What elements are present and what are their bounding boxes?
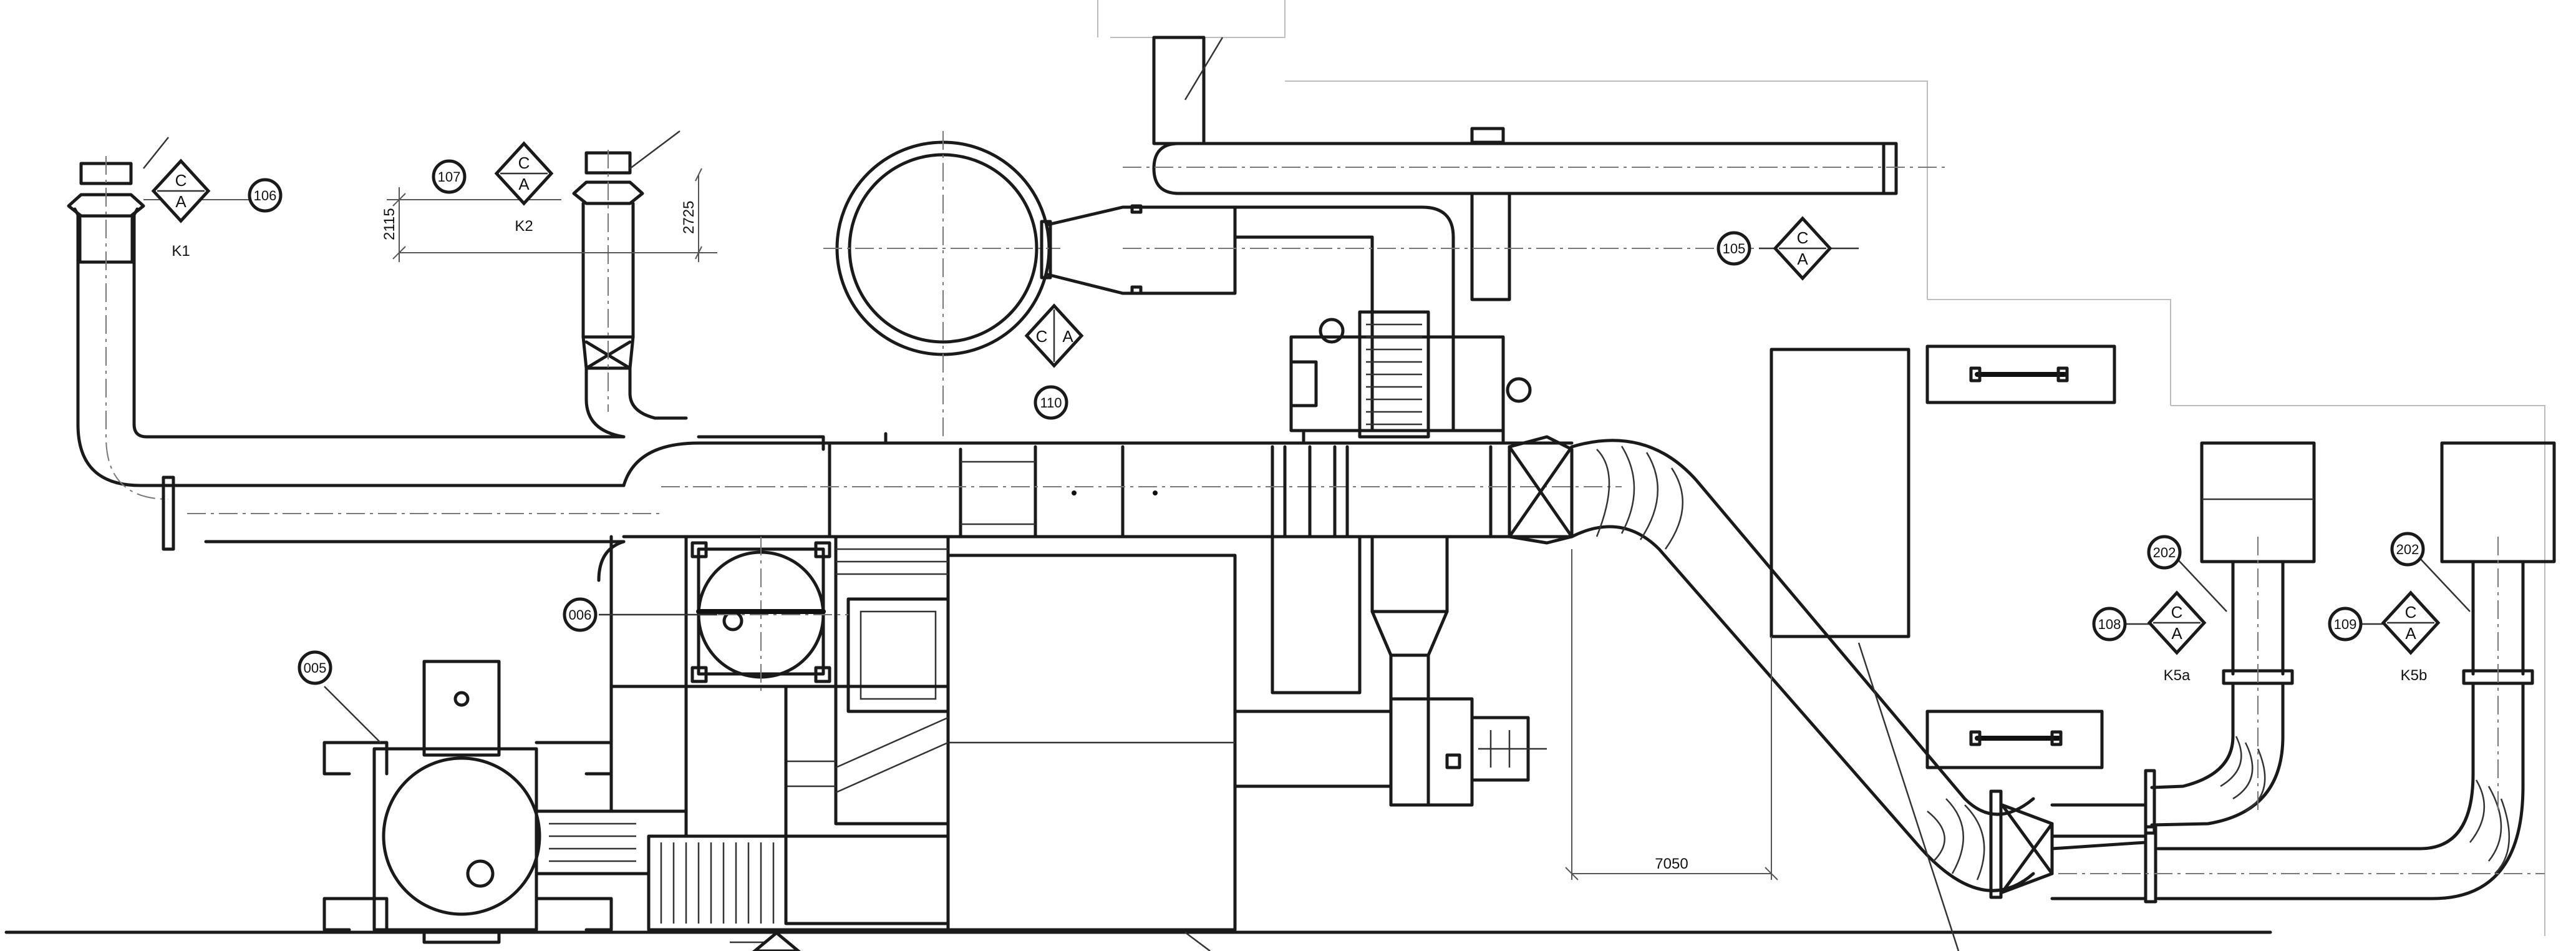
- tag-202-a-label: 202: [2153, 545, 2176, 560]
- diamond-105-top: C: [1797, 228, 1809, 247]
- tag-105-label: 105: [1723, 241, 1746, 256]
- tag-005-label: 005: [304, 660, 327, 676]
- label-k5b: K5b: [2401, 667, 2428, 684]
- diamond-109: C A: [2381, 590, 2441, 655]
- tag-109-label: 109: [2334, 617, 2357, 632]
- tag-202-b: 202: [2390, 532, 2425, 567]
- diamond-110: C A: [1024, 303, 1084, 368]
- tag-005: 005: [298, 650, 332, 685]
- tag-006-label: 006: [569, 607, 592, 623]
- top-header-duct: [1123, 36, 1946, 432]
- k2-stack: [572, 150, 688, 439]
- tag-006: 006: [563, 597, 598, 632]
- right-enclosures: [1571, 344, 2116, 951]
- dimension-7050: 7050: [1655, 856, 1688, 872]
- fan-unit: [1289, 310, 1532, 445]
- diamond-k2: C A: [494, 141, 554, 206]
- dimension-2115: 2115: [381, 208, 398, 240]
- diamond-105: C A: [1773, 216, 1833, 281]
- label-k5a: K5a: [2164, 667, 2191, 684]
- diamond-109-bottom: A: [2405, 624, 2416, 643]
- diamond-109-top: C: [2405, 603, 2417, 622]
- drum-006: [686, 537, 848, 693]
- tag-109: 109: [2328, 607, 2363, 641]
- vessel-005: [322, 660, 651, 944]
- tag-105: 105: [1717, 231, 1751, 266]
- tag-107: 107: [432, 159, 467, 194]
- tag-107-label: 107: [438, 169, 461, 185]
- diamond-110-bottom: A: [1062, 327, 1073, 346]
- flexible-duct: [1508, 435, 2054, 899]
- tag-108: 108: [2092, 607, 2127, 641]
- tag-110-label: 110: [1040, 395, 1062, 411]
- diamond-k1: C A: [151, 158, 211, 223]
- tag-106: 106: [248, 178, 283, 213]
- main-duct-trunk: [187, 432, 1622, 582]
- k5-stacks: [2050, 441, 2556, 904]
- diamond-110-top: C: [1036, 327, 1048, 346]
- central-equipment-blocks: [609, 535, 1237, 932]
- diamond-k1-top: C: [175, 171, 187, 190]
- diamond-105-bottom: A: [1797, 250, 1808, 268]
- tag-106-label: 106: [254, 188, 277, 203]
- sheet-outlines: [4, 0, 2545, 951]
- dimension-2725: 2725: [680, 201, 697, 234]
- diamond-108-top: C: [2171, 603, 2183, 622]
- diamond-k2-top: C: [518, 154, 530, 172]
- tag-202-a: 202: [2147, 535, 2182, 570]
- diamond-k1-bottom: A: [175, 192, 186, 211]
- tag-108-label: 108: [2098, 617, 2121, 632]
- label-k2: K2: [515, 218, 533, 235]
- label-k1: K1: [172, 243, 190, 260]
- hopper-cone: [1233, 535, 1547, 807]
- diamond-k2-bottom: A: [518, 175, 530, 193]
- k1-stack: [67, 156, 626, 551]
- diamond-108: C A: [2147, 590, 2207, 655]
- diamond-bottom-partial: [752, 930, 801, 951]
- tag-110: 110: [1034, 385, 1068, 420]
- cyclone-drum: [823, 131, 1237, 437]
- diamond-108-bottom: A: [2171, 624, 2182, 643]
- tag-202-b-label: 202: [2396, 542, 2419, 557]
